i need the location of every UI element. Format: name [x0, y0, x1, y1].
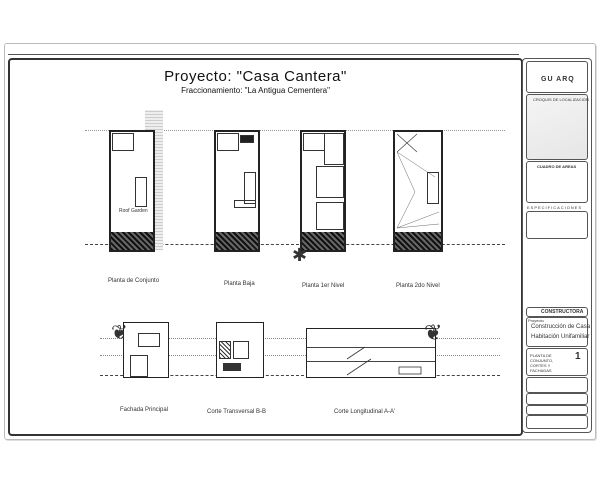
kitchen-block: [240, 135, 254, 143]
specs-box: [526, 211, 588, 239]
level-line: [100, 338, 500, 339]
hatch-garden: [302, 232, 344, 250]
frame-top-line: [8, 54, 519, 55]
stair-block: [112, 133, 134, 151]
signature-box: [526, 415, 588, 429]
bedroom: [324, 133, 344, 165]
stair-section: [346, 346, 422, 376]
furniture: [223, 363, 241, 371]
elevation-corte-bb: [216, 322, 264, 378]
project-name-2: Habitación Unifamiliar: [531, 334, 590, 340]
location-title: CROQUIS DE LOCALIZACION: [533, 97, 589, 102]
door: [130, 355, 148, 377]
roof-slope-lines: [396, 133, 440, 229]
stairs: [427, 172, 439, 204]
project-box: Proyecto Construcción de Casa Habitación…: [526, 317, 591, 347]
sheet-number: 1: [575, 351, 581, 362]
hatch-garden: [395, 232, 441, 250]
room-block: [135, 177, 147, 207]
scale-box: [526, 393, 588, 405]
plan-title: PLANTA DE CONJUNTO, CORTES Y FACHADAS: [530, 353, 554, 373]
constructora-box: CONSTRUCTORA: [526, 307, 588, 317]
logo-text: GU ARQ: [541, 76, 575, 83]
elevation-label: Corte Transversal B-B: [207, 409, 267, 415]
plant-icon: ✱: [292, 245, 308, 265]
hatch-garden: [111, 232, 153, 250]
plan-label: Planta Baja: [224, 281, 255, 287]
plan-1er-nivel: [300, 130, 346, 252]
title-block: GU ARQ CROQUIS DE LOCALIZACION CUADRO DE…: [522, 58, 592, 433]
roof-label: Roof Garden: [119, 208, 148, 214]
ground-line: [100, 375, 500, 376]
info-box: [526, 377, 588, 393]
stair-block: [303, 133, 325, 151]
constructora-label: CONSTRUCTORA: [541, 309, 584, 315]
plan-baja: [214, 130, 260, 252]
drawing-frame: [8, 58, 523, 436]
plan-conjunto: Roof Garden: [109, 130, 155, 252]
stair-block: [217, 133, 239, 151]
areas-title: CUADRO DE AREAS: [537, 164, 577, 169]
plan-label: Planta de Conjunto: [108, 278, 160, 284]
axis-line: [85, 130, 505, 131]
axis-line: [85, 244, 505, 245]
section-hatch: [219, 341, 231, 359]
plan-title-box: PLANTA DE CONJUNTO, CORTES Y FACHADAS 1: [526, 348, 588, 376]
logo-box: GU ARQ: [526, 61, 588, 93]
bedroom-2: [316, 202, 344, 230]
elevation-label: Corte Longitudinal A-A': [334, 409, 396, 415]
plan-label: Planta 1er Nivel: [302, 283, 345, 289]
elevation-fachada: [123, 322, 169, 378]
window: [138, 333, 160, 347]
stairs-hall: [316, 166, 344, 198]
plan-label: Planta 2do Nivel: [396, 283, 440, 289]
palm-icon: ❦: [111, 322, 128, 344]
section-room: [233, 341, 249, 359]
project-label: Proyecto: [528, 318, 544, 323]
areas-box: CUADRO DE AREAS: [526, 161, 588, 203]
bath-block: [234, 200, 256, 208]
stairs: [244, 172, 256, 204]
elevation-corte-aa: [306, 328, 436, 378]
date-box: [526, 405, 588, 415]
location-box: CROQUIS DE LOCALIZACION: [526, 94, 589, 160]
floor-slab: [307, 361, 435, 362]
project-title: Proyecto: "Casa Cantera": [164, 68, 347, 85]
level-line: [100, 355, 500, 356]
elevation-label: Fachada Principal: [120, 407, 169, 413]
plan-2do-nivel: [393, 130, 443, 252]
palm-icon: ❦: [424, 320, 443, 345]
floor-slab: [307, 347, 435, 348]
hatch-garden: [216, 232, 258, 250]
project-subtitle: Fraccionamiento: "La Antigua Cementera": [181, 86, 330, 95]
specs-title: ESPECIFICACIONES: [527, 205, 583, 210]
project-name-1: Construcción de Casa: [531, 324, 591, 330]
